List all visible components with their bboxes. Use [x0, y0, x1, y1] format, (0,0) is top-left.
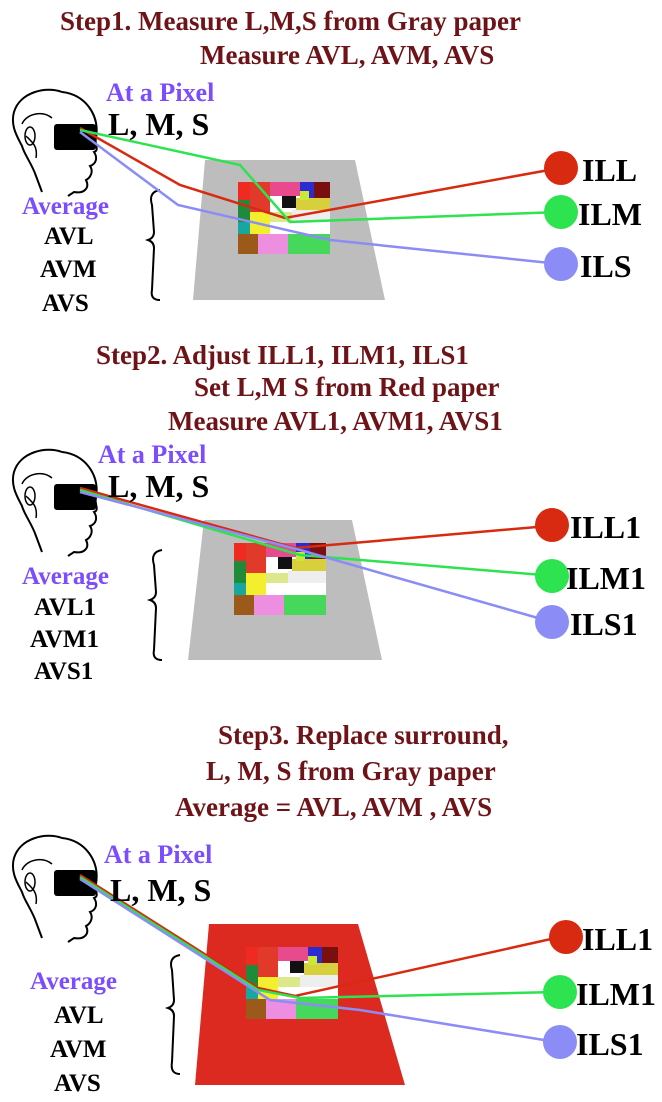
light-source-icon — [535, 559, 569, 593]
step2-title-line3: Measure AVL1, AVM1, AVS1 — [168, 406, 503, 436]
illuminant-label: ILS — [580, 248, 632, 284]
light-source-icon — [544, 195, 578, 229]
illuminant-label: ILM1 — [576, 976, 656, 1012]
step1-average-label: Average — [22, 193, 109, 220]
step1-pixel-label: At a Pixel — [106, 78, 215, 107]
step3-title-line1: Step3. Replace surround, — [218, 720, 509, 750]
step2-average-label: Average — [22, 563, 109, 590]
head-profile-icon — [11, 448, 98, 557]
light-source-icon — [544, 151, 578, 185]
step3-avg-value: AVS — [54, 1070, 101, 1097]
bracket-icon — [144, 189, 161, 301]
illuminant-label: ILL1 — [570, 509, 642, 545]
illuminant-label: ILM — [578, 196, 642, 232]
step1-scene — [11, 88, 578, 301]
light-source-icon — [549, 920, 583, 954]
step1-avg-value: AVL — [44, 223, 94, 250]
step1-avg-value: AVM — [40, 256, 97, 283]
step3-pixel-label: At a Pixel — [104, 840, 213, 869]
step3-avg-value: AVM — [50, 1036, 107, 1063]
light-source-icon — [535, 605, 569, 639]
step3-title-line3: Average = AVL, AVM , AVS — [175, 792, 493, 822]
step1-avg-value: AVS — [42, 290, 89, 317]
step2-scene — [11, 448, 569, 661]
light-ray-blue — [79, 490, 553, 624]
light-ray-blue — [79, 130, 561, 266]
step3-avg-value: AVL — [54, 1002, 104, 1029]
step1-title-line2: Measure AVL, AVM, AVS — [200, 40, 495, 70]
light-ray-red — [79, 126, 561, 220]
illuminant-label: ILS1 — [576, 1026, 644, 1062]
step1-title-line1: Step1. Measure L,M,S from Gray paper — [60, 6, 521, 36]
step3-title-line2: L, M, S from Gray paper — [206, 756, 496, 786]
step1-lms-label: L, M, S — [108, 106, 210, 142]
step2-lms-label: L, M, S — [108, 468, 210, 504]
step2-avg-value: AVM1 — [30, 626, 99, 653]
step2-pixel-label: At a Pixel — [98, 440, 207, 469]
illuminant-label: ILL1 — [582, 921, 654, 957]
light-ray-red — [79, 873, 561, 998]
light-source-icon — [544, 247, 578, 281]
bracket-icon — [146, 549, 163, 661]
bracket-icon — [164, 954, 181, 1075]
light-ray-blue — [79, 877, 557, 1044]
illuminant-label: ILL — [582, 152, 638, 188]
step3-scene — [11, 834, 583, 1085]
step2-avg-value: AVL1 — [34, 594, 97, 621]
light-source-icon — [543, 975, 577, 1009]
step2-title-line1: Step2. Adjust ILL1, ILM1, ILS1 — [96, 340, 469, 370]
step3-average-label: Average — [30, 968, 117, 995]
step2-title-line2: Set L,M S from Red paper — [194, 372, 500, 402]
color-chart-icon — [246, 947, 338, 1019]
light-ray-green — [79, 128, 561, 224]
light-ray-green — [79, 875, 557, 1000]
illuminant-label: ILM1 — [566, 560, 646, 596]
head-profile-icon — [11, 834, 98, 943]
light-source-icon — [535, 508, 569, 542]
step2-avg-value: AVS1 — [34, 658, 94, 685]
head-profile-icon — [11, 88, 98, 197]
light-source-icon — [543, 1025, 577, 1059]
step3-lms-label: L, M, S — [110, 872, 212, 908]
illuminant-label: ILS1 — [570, 606, 638, 642]
